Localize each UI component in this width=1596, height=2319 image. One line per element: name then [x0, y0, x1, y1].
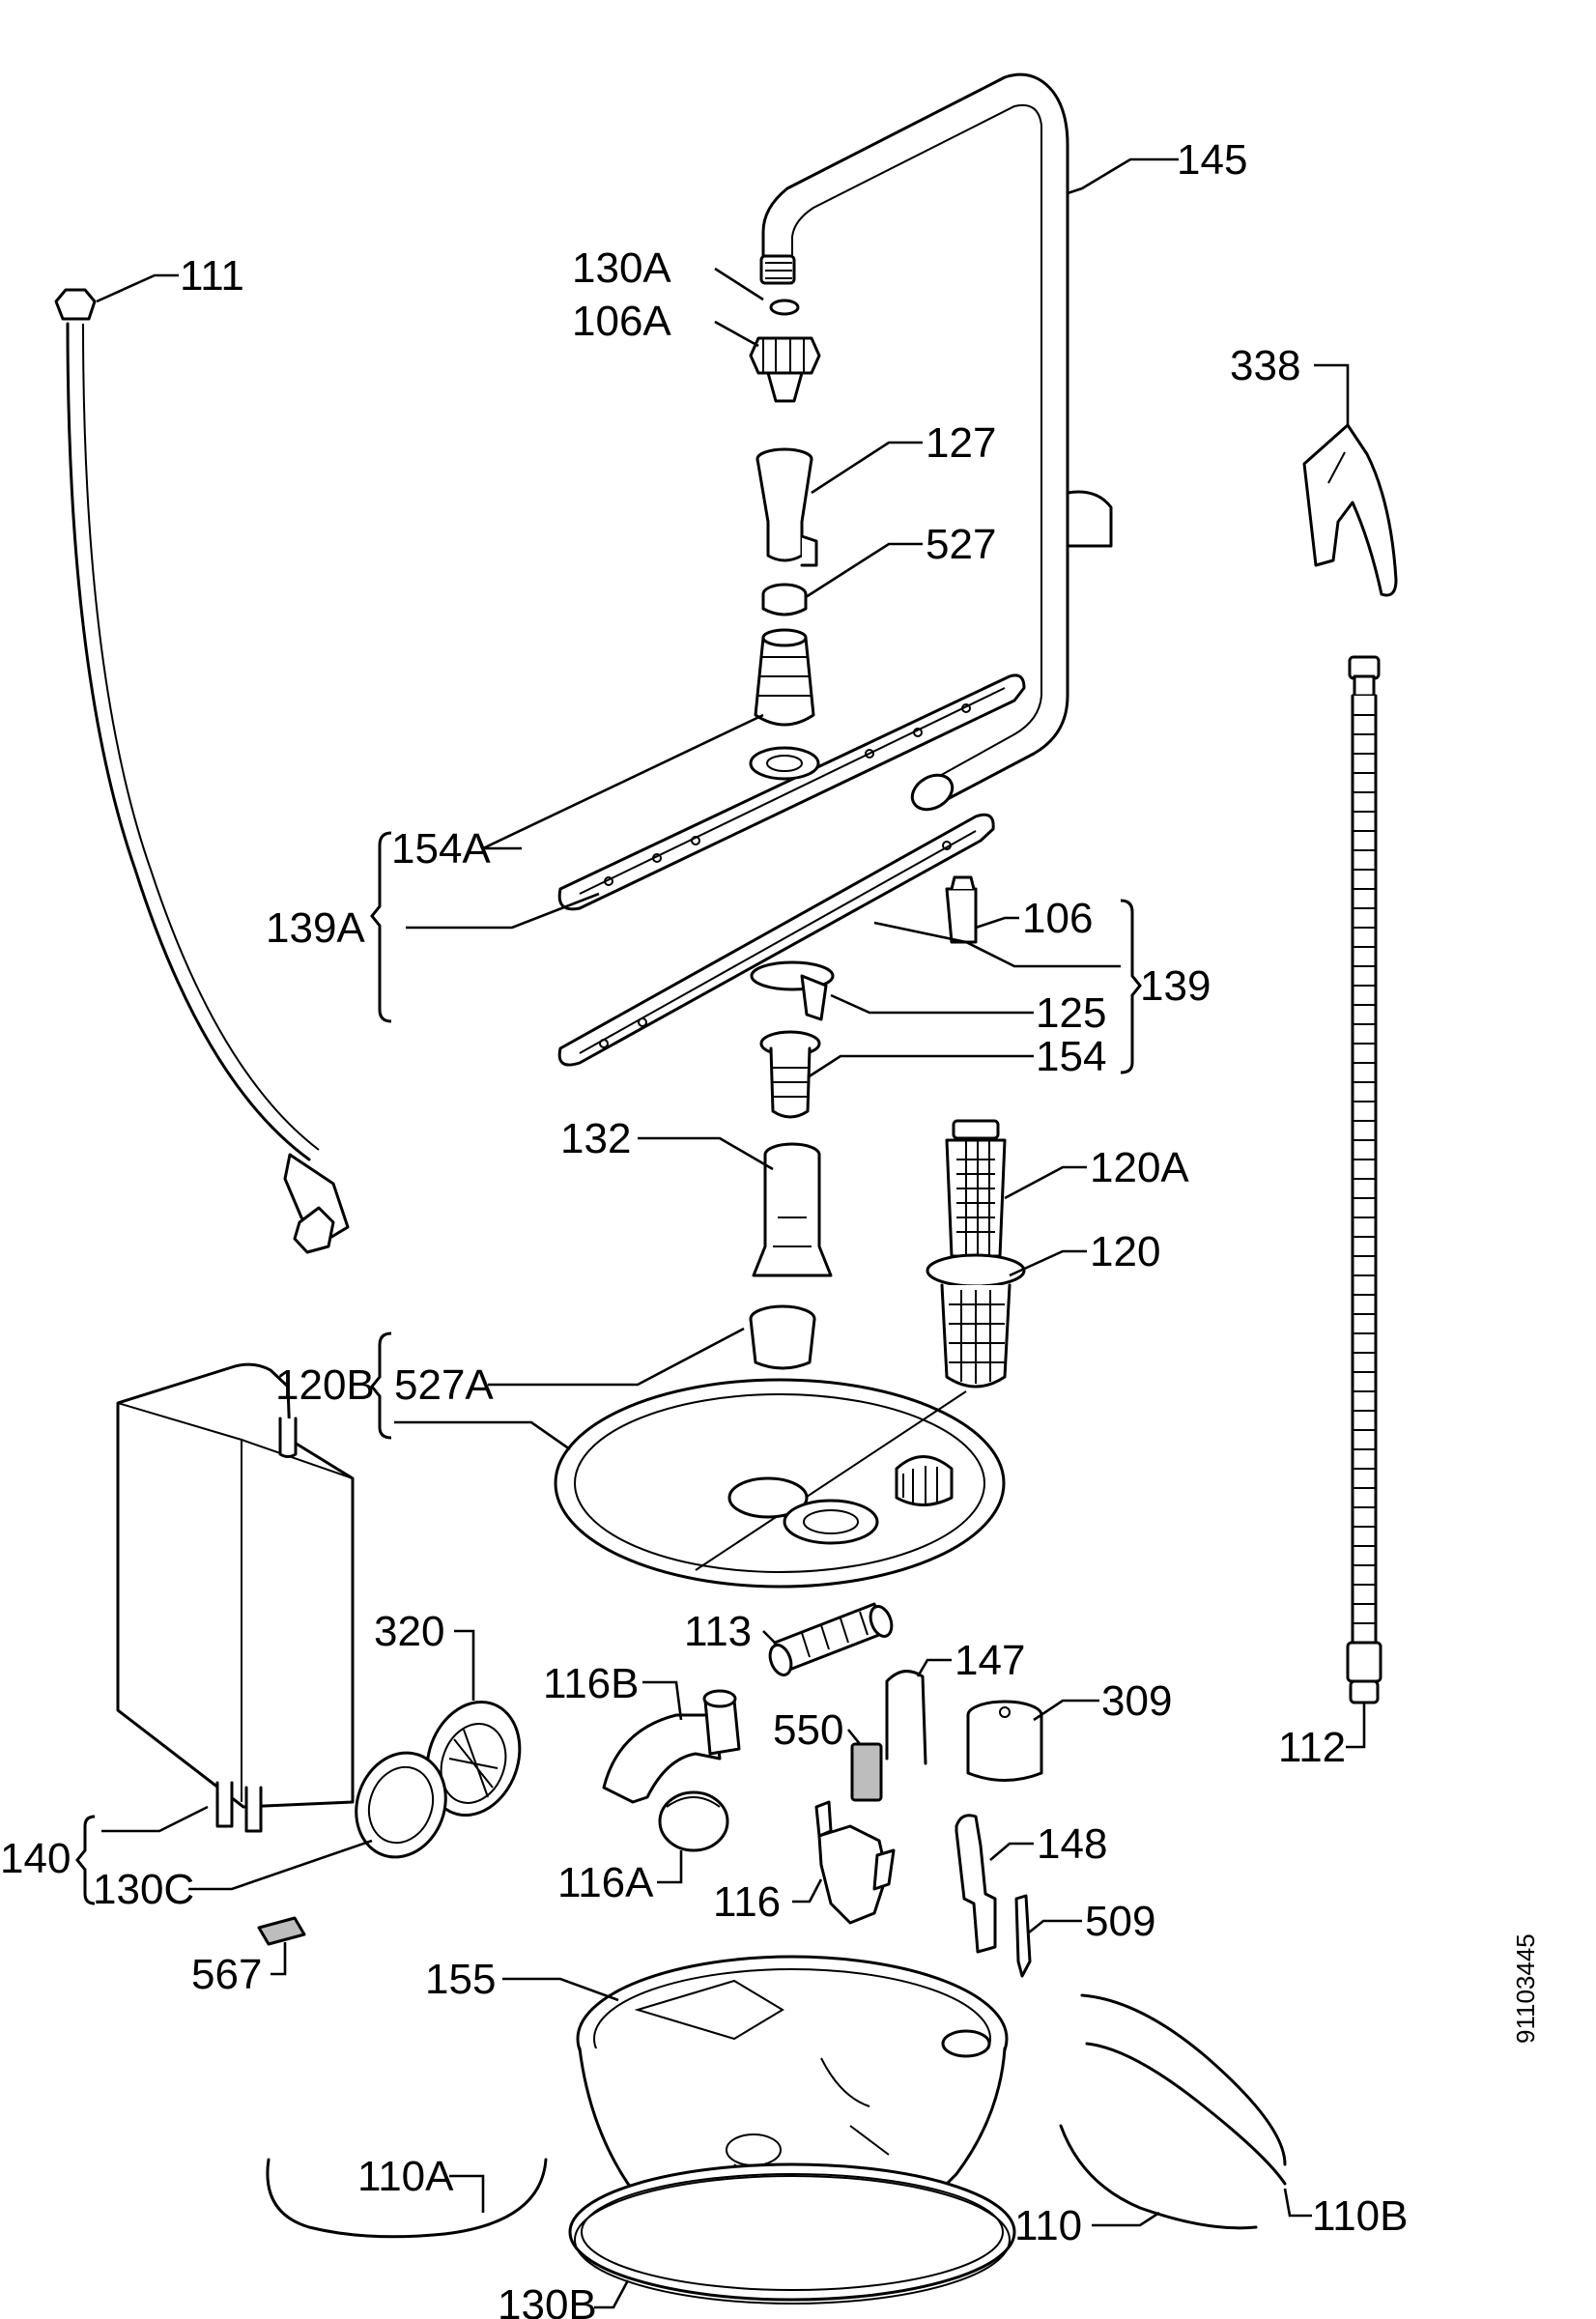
- label-125: 125: [1036, 989, 1106, 1037]
- label-111: 111: [180, 252, 244, 300]
- pump-part-116B: [602, 1689, 741, 1804]
- label-155: 155: [425, 1956, 496, 2003]
- o-ring-part-130A: [769, 299, 800, 316]
- label-113: 113: [684, 1608, 752, 1655]
- hose-part-110A: [266, 2158, 548, 2239]
- label-116A: 116A: [557, 1859, 654, 1906]
- label-320: 320: [374, 1608, 444, 1655]
- clip-part-106: [945, 875, 978, 944]
- label-110: 110: [1014, 2202, 1082, 2249]
- label-130C: 130C: [93, 1866, 194, 1913]
- label-338: 338: [1230, 342, 1300, 389]
- upper-spray-arm-part-139A: [557, 628, 1026, 911]
- spray-pipe-part-145: [759, 72, 1113, 812]
- label-148: 148: [1037, 1820, 1107, 1868]
- drain-hose-part-112: [1346, 655, 1382, 1704]
- leader-lines: [96, 157, 1366, 2309]
- pump-part-116: [814, 1800, 896, 1925]
- bracket-120B: [370, 1331, 392, 1440]
- hose-part-110: [1059, 2124, 1258, 2230]
- pin-part-509: [1014, 1894, 1032, 1978]
- inlet-hose-part-111: [54, 288, 350, 1254]
- label-130A: 130A: [572, 244, 671, 292]
- label-110B: 110B: [1312, 2192, 1409, 2240]
- cap-part-309: [966, 1700, 1043, 1782]
- label-106: 106: [1022, 895, 1093, 942]
- label-120: 120: [1090, 1228, 1160, 1275]
- connector-part-127: [755, 447, 818, 567]
- label-154: 154: [1036, 1033, 1106, 1080]
- lower-spray-arm-part-139: [557, 813, 995, 1067]
- label-112: 112: [1278, 1724, 1346, 1771]
- bracket-part-148: [955, 1814, 997, 1954]
- label-139A: 139A: [266, 904, 365, 952]
- label-145: 145: [1177, 136, 1247, 184]
- label-132: 132: [560, 1115, 631, 1162]
- cap-part-320: [425, 1700, 522, 1818]
- gasket-part-130B: [568, 2162, 1016, 2305]
- filter-part-120: [926, 1253, 1026, 1389]
- clip-part-567: [257, 1916, 306, 1946]
- label-527: 527: [926, 521, 996, 568]
- bracket-139: [1120, 899, 1142, 1074]
- u-clip-part-147: [885, 1670, 927, 1765]
- document-number: 91103445: [1511, 1933, 1540, 2044]
- label-154A: 154A: [391, 825, 491, 873]
- hose-part-110B: [1080, 1993, 1287, 2186]
- label-147: 147: [955, 1637, 1025, 1684]
- nut-part-106A: [749, 336, 821, 403]
- label-120A: 120A: [1090, 1144, 1189, 1191]
- label-550: 550: [773, 1706, 843, 1754]
- label-309: 309: [1101, 1677, 1172, 1725]
- label-130B: 130B: [498, 2281, 597, 2319]
- label-139: 139: [1140, 962, 1211, 1010]
- label-140: 140: [0, 1835, 71, 1882]
- hose-holder-part-338: [1302, 423, 1398, 597]
- label-120B: 120B: [275, 1361, 375, 1409]
- label-106A: 106A: [572, 298, 671, 345]
- bracket-139A: [370, 831, 392, 1023]
- label-116B: 116B: [543, 1660, 640, 1707]
- filter-part-120A: [945, 1119, 1007, 1258]
- softener-box-part-140: [116, 1362, 355, 1833]
- ring-part-527A: [749, 1304, 816, 1370]
- pump-part-116A: [658, 1790, 729, 1852]
- label-110A: 110A: [357, 2153, 454, 2200]
- label-116: 116: [713, 1878, 781, 1926]
- bracket-140: [75, 1815, 96, 1905]
- pipe-part-113: [768, 1602, 894, 1676]
- nut-part-154: [759, 1030, 821, 1119]
- label-527A: 527A: [394, 1361, 494, 1409]
- label-509: 509: [1085, 1898, 1155, 1945]
- seal-ring-part-130C: [355, 1751, 447, 1859]
- part-labels: 145 111 130A 106A 338 127 527 154A 139A …: [0, 136, 1409, 2319]
- label-127: 127: [926, 419, 996, 467]
- ring-part-527: [761, 583, 808, 616]
- tube-part-132: [752, 1142, 833, 1277]
- block-part-550: [850, 1742, 883, 1802]
- strainer-plate-part-120B: [554, 1378, 1006, 1589]
- label-567: 567: [191, 1951, 262, 1998]
- bearing-part-125: [750, 960, 835, 1021]
